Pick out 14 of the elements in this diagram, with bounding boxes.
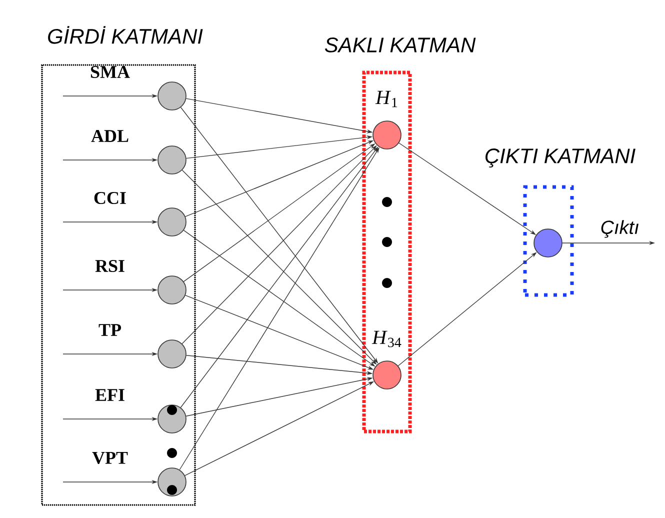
input-label: TP [98,324,121,336]
layer-heading: SAKLI KATMAN [324,38,476,52]
input-label: EFI [95,389,124,401]
input-label: SMA [90,66,130,78]
neuron-label: H$_{1}$ [375,90,398,108]
input-label: CCI [94,192,126,204]
edge-label: Çıktı [599,219,640,239]
input-label: VPT [92,452,128,464]
input-label: RSI [95,260,124,272]
neuron-label: H$_{34}$ [372,330,402,348]
layer-heading: GİRDİ KATMANI [48,26,203,44]
input-label: ADL [91,130,128,142]
neuron-circle [534,228,562,258]
layer-heading: ÇIKTI KATMANI [486,148,636,168]
